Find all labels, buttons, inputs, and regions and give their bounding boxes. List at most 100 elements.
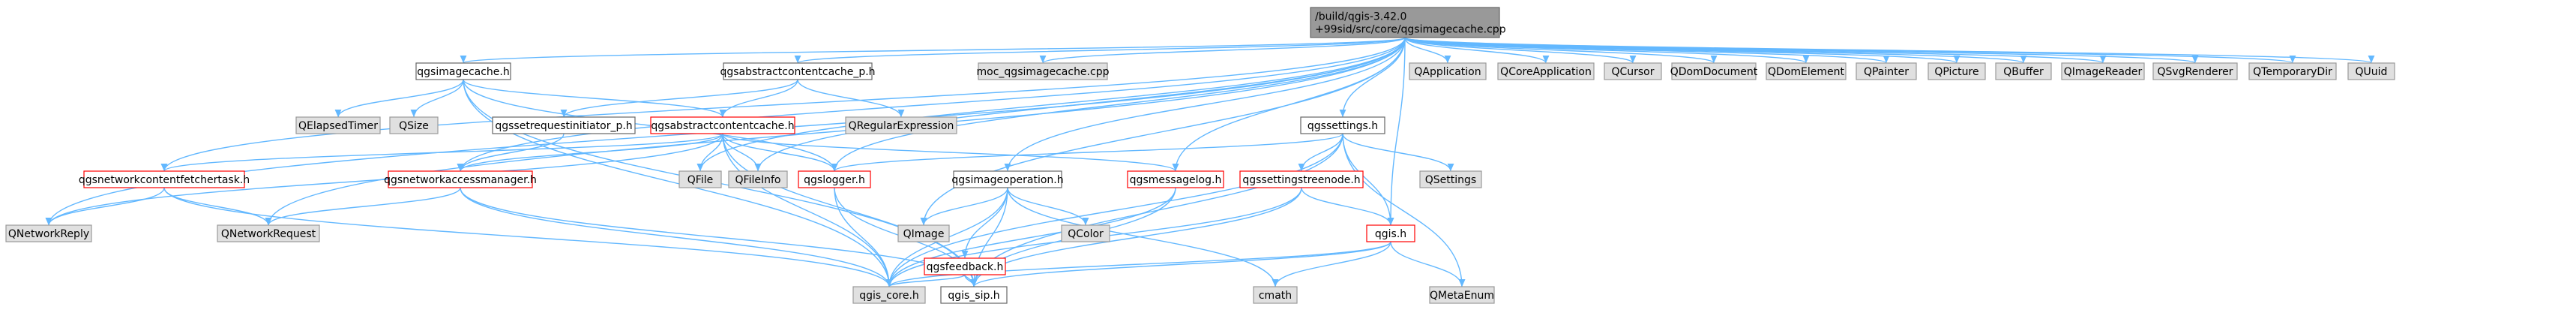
node-box [389, 116, 439, 134]
edge-qgsabstractcontentcache_h-to-QNetworkReply [45, 133, 723, 226]
node-QNetworkRequest: QNetworkRequest [217, 224, 320, 242]
node-label: qgsfeedback.h [927, 261, 1004, 273]
node-label: QCursor [1611, 66, 1654, 78]
edge-qgssetrequestinitiator_p_h-to-qgsnetworkaccessmanager_h [457, 133, 565, 172]
node-label: QApplication [1414, 66, 1481, 78]
node-label: QBuffer [2003, 66, 2044, 78]
node-qgsabstractcontentcache-h[interactable]: qgsabstractcontentcache.h [650, 116, 795, 134]
edge-qgsabstractcontentcache_h-to-qgsnetworkaccessmanager_h [457, 133, 723, 172]
node-label: QFileInfo [735, 174, 781, 186]
node-label: qgsnetworkcontentfetchertask.h [79, 174, 250, 186]
node-label: QColor [1068, 228, 1104, 240]
edge-root-to-QCoreApplication [1404, 37, 1550, 64]
edge-qgsimagecache_h-to-qgsabstractcontentcache_h [463, 79, 726, 118]
edge-root-to-qgsimageoperation_h [1004, 37, 1406, 172]
node-label: QUuid [2356, 66, 2388, 78]
edge-qgsabstractcontentcache_h-to-qgis_core_h [722, 133, 893, 287]
node-label: QDomElement [1768, 66, 1844, 78]
node-qgis-core-h: qgis_core.h [852, 286, 926, 304]
node-label: qgsimagecache.h [417, 66, 509, 78]
node-label: QSize [399, 120, 429, 132]
node-QMetaEnum: QMetaEnum [1429, 286, 1495, 304]
node-qgssettings-h[interactable]: qgssettings.h [1300, 116, 1385, 134]
edge-root-to-qgsnetworkcontentfetchertask_h [160, 37, 1406, 172]
node-box [1239, 170, 1364, 188]
edge-qgsimageoperation_h-to-qgsfeedback_h [961, 187, 1008, 259]
node-qgssettingstreenode-h[interactable]: qgssettingstreenode.h [1239, 170, 1364, 188]
node-QElapsedTimer: QElapsedTimer [295, 116, 381, 134]
node-box [1995, 62, 2052, 80]
edge-qgsfeedback_h-to-qgis_core_h [885, 274, 966, 287]
edge-qgsimagecache_h-to-QSize [410, 79, 464, 118]
edge-root-to-moc [1039, 37, 1406, 64]
node-QCoreApplication: QCoreApplication [1497, 62, 1595, 80]
edge-qgsabstractcontentcache_p_h-to-QRegularExpression [797, 79, 905, 118]
edge-qgsimageoperation_h-to-QImage [920, 187, 1008, 226]
node-qgsabstractcontentcache-p-h[interactable]: qgsabstractcontentcache_p.h [720, 62, 876, 80]
node-qgsimagecache-h[interactable]: qgsimagecache.h [415, 62, 511, 80]
edge-qgssettingstreenode_h-to-qgis_sip_h [970, 187, 1302, 287]
edge-qgssettings_h-to-qgis_h [1342, 133, 1394, 226]
edge-qgssettings_h-to-QMetaEnum [1342, 133, 1466, 287]
edge-root-to-QDomDocument [1404, 37, 1718, 64]
edge-qgssettings_h-to-qgssettingstreenode_h [1298, 133, 1343, 172]
node-box [845, 116, 957, 134]
node-box [1300, 116, 1385, 134]
edge-root-to-qgsimagecache_h [460, 37, 1406, 64]
node-box [1604, 62, 1662, 80]
edge-qgssettings_h-to-qgis_core_h [885, 133, 1343, 287]
node-box [1928, 62, 1986, 80]
node-QDomDocument: QDomDocument [1670, 62, 1758, 80]
node-root[interactable]: /build/qgis-3.42.0+99sid/src/core/qgsima… [1310, 7, 1506, 38]
node-box [1856, 62, 1917, 80]
node-qgis-h[interactable]: qgis.h [1366, 224, 1415, 242]
node-box [1419, 170, 1482, 188]
node-qgis-sip-h[interactable]: qgis_sip.h [940, 286, 1008, 304]
node-qgsimageoperation-h[interactable]: qgsimageoperation.h [951, 170, 1064, 188]
node-label: QPicture [1934, 66, 1978, 78]
node-label: qgslogger.h [804, 174, 865, 186]
node-QFileInfo: QFileInfo [728, 170, 788, 188]
node-box [728, 170, 788, 188]
edge-root-to-QApplication [1404, 37, 1451, 64]
edge-qgslogger_h-to-qgis_core_h [834, 187, 893, 287]
edge-root-to-QImage [920, 37, 1406, 226]
node-qgsmessagelog-h[interactable]: qgsmessagelog.h [1127, 170, 1224, 188]
node-cmath: cmath [1253, 286, 1298, 304]
node-box [492, 116, 636, 134]
edge-qgsimageoperation_h-to-cmath [1007, 187, 1279, 287]
edge-qgsnetworkaccessmanager_h-to-qgis_sip_h [460, 187, 978, 287]
edge-root-to-qgsabstractcontentcache_p_h [795, 37, 1406, 64]
node-box [2152, 62, 2238, 80]
node-label: QCoreApplication [1500, 66, 1592, 78]
edge-qgis_h-to-qgis_sip_h [970, 241, 1391, 287]
node-qgsnetworkcontentfetchertask-h[interactable]: qgsnetworkcontentfetchertask.h [79, 170, 250, 188]
node-box [678, 170, 722, 188]
edge-qgsimagecache_h-to-QElapsedTimer [334, 79, 464, 118]
node-QTemporaryDir: QTemporaryDir [2248, 62, 2337, 80]
edge-qgssettings_h-to-qgslogger_h [831, 133, 1343, 172]
node-label: qgssetrequestinitiator_p.h [495, 120, 632, 132]
node-qgsnetworkaccessmanager-h[interactable]: qgsnetworkaccessmanager.h [384, 170, 537, 188]
node-QCursor: QCursor [1604, 62, 1662, 80]
edge-qgsmessagelog_h-to-qgis_core_h [885, 187, 1176, 287]
node-QDomElement: QDomElement [1766, 62, 1847, 80]
node-box [897, 224, 950, 242]
node-QUuid: QUuid [2347, 62, 2395, 80]
node-qgsfeedback-h[interactable]: qgsfeedback.h [924, 257, 1006, 275]
node-box [1497, 62, 1595, 80]
node-qgslogger-h[interactable]: qgslogger.h [798, 170, 871, 188]
node-box [2061, 62, 2145, 80]
node-label: qgssettingstreenode.h [1242, 174, 1360, 186]
node-label: QTemporaryDir [2253, 66, 2332, 78]
node-label: qgis.h [1375, 228, 1406, 240]
node-box [2248, 62, 2337, 80]
node-label: qgsabstractcontentcache_p.h [720, 66, 875, 78]
node-QSvgRenderer: QSvgRenderer [2152, 62, 2238, 80]
edge-qgis_h-to-QMetaEnum [1390, 241, 1466, 287]
node-qgssetrequestinitiator-p-h[interactable]: qgssetrequestinitiator_p.h [492, 116, 636, 134]
node-box [1061, 224, 1110, 242]
edge-root-to-qgis_h [1387, 37, 1406, 226]
node-box [650, 116, 795, 134]
